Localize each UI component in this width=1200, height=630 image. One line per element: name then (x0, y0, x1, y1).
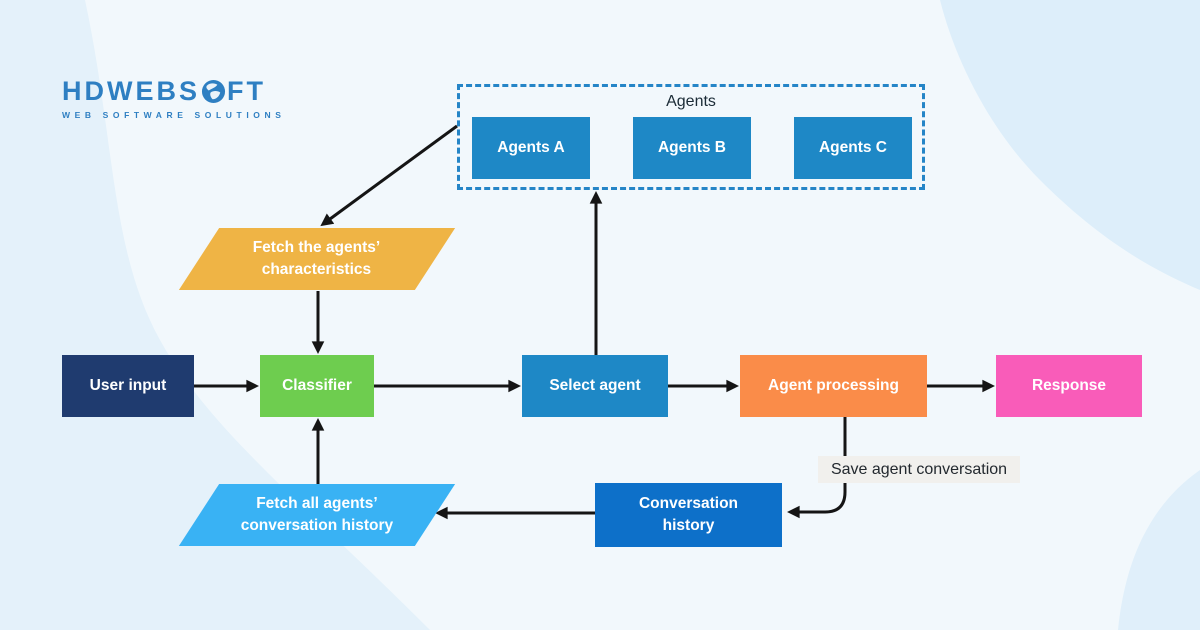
blob-bottom-right (1118, 470, 1200, 630)
save-agent-conversation-label: Save agent conversation (818, 456, 1020, 483)
fetch-all-history-line2: conversation history (240, 517, 394, 534)
arrow-processing-convhistory (787, 417, 847, 519)
logo-text-after: FT (227, 76, 266, 106)
fetch-characteristics-line2: characteristics (262, 261, 372, 278)
arrow-agents-fetchcharacteristics (320, 124, 458, 227)
node-agents-b[interactable]: Agents B (633, 117, 751, 179)
node-agent-processing[interactable]: Agent processing (740, 355, 927, 417)
fetch-characteristics-line1: Fetch the agents’ (253, 238, 381, 256)
agents-group: Agents Agents A Agents B Agents C (457, 84, 925, 190)
blob-top-right (940, 0, 1200, 290)
node-agents-c[interactable]: Agents C (794, 117, 912, 179)
node-conversation-history[interactable]: Conversation history (595, 483, 782, 547)
node-classifier[interactable]: Classifier (260, 355, 374, 417)
blob-left (0, 0, 430, 630)
hdwebsoft-logo: HDWEBS FT WEB SOFTWARE SOLUTIONS (62, 76, 286, 121)
logo-text-before: HDWEBS (62, 76, 200, 106)
conversation-history-line1: Conversation (638, 494, 739, 512)
node-user-input[interactable]: User input (62, 355, 194, 417)
agents-group-title: Agents (666, 93, 716, 110)
node-fetch-characteristics[interactable]: Fetch the agents’ characteristics (178, 228, 456, 290)
fetch-all-history-line1: Fetch all agents’ (256, 494, 378, 512)
globe-icon (201, 79, 226, 104)
logo-tagline: WEB SOFTWARE SOLUTIONS (62, 110, 286, 120)
agents-row: Agents A Agents B Agents C (472, 117, 912, 179)
node-agents-a[interactable]: Agents A (472, 117, 590, 179)
node-fetch-all-history[interactable]: Fetch all agents’ conversation history (178, 484, 456, 546)
conversation-history-line2: history (662, 517, 715, 534)
node-response[interactable]: Response (996, 355, 1142, 417)
node-select-agent[interactable]: Select agent (522, 355, 668, 417)
